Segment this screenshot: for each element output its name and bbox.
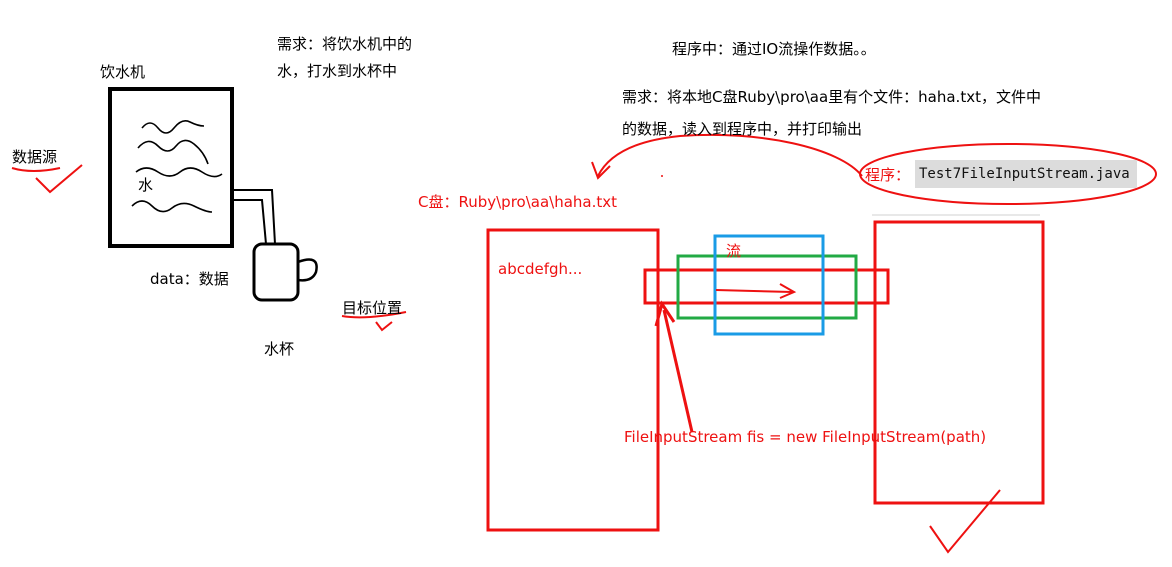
- stray-dot: [661, 175, 663, 177]
- cup-handle: [297, 258, 318, 282]
- target-check-mark: [375, 321, 393, 332]
- dispenser-label: 饮水机: [100, 63, 146, 81]
- water-cup: [252, 242, 300, 302]
- cup-label: 水杯: [264, 340, 295, 358]
- right-requirement-line1: 需求：将本地C盘Ruby\pro\aa里有个文件：haha.txt，文件中: [622, 88, 1041, 106]
- source-file-box: [486, 228, 660, 532]
- program-file-name: Test7FileInputStream.java: [915, 160, 1137, 188]
- stream-blue-rect: [713, 234, 825, 336]
- data-label: data：数据: [150, 270, 229, 288]
- water-squiggles: [131, 120, 223, 213]
- program-oval: [859, 143, 1157, 205]
- stream-label: 流: [726, 242, 742, 260]
- program-to-file-arrowhead: [591, 161, 611, 180]
- water-pipe: [232, 189, 276, 245]
- target-underline: [341, 311, 407, 319]
- stream-direction-arrow: [715, 289, 793, 293]
- code-to-stream-arrowhead: [654, 300, 676, 327]
- file-path-label: C盘：Ruby\pro\aa\haha.txt: [418, 193, 618, 211]
- stream-pipe-rect: [643, 268, 890, 305]
- target-program-box: [873, 220, 1045, 505]
- left-requirement-line2: 水，打水到水杯中: [277, 62, 398, 80]
- file-content-text: abcdefgh...: [498, 260, 583, 278]
- program-prefix: 程序：: [865, 166, 911, 184]
- right-title: 程序中：通过IO流操作数据。。: [672, 40, 876, 58]
- target-label: 目标位置: [342, 299, 403, 317]
- code-to-stream-arrow: [662, 309, 694, 433]
- right-requirement-line2: 的数据，读入到程序中，并打印输出: [622, 120, 863, 138]
- stream-direction-arrowhead: [779, 283, 797, 299]
- source-label: 数据源: [12, 148, 58, 166]
- stream-green-rect: [676, 254, 858, 320]
- source-underline: [11, 167, 61, 172]
- left-requirement-line1: 需求：将饮水机中的: [277, 35, 413, 53]
- bottom-check-mark: [929, 489, 1001, 554]
- water-label: 水: [138, 176, 154, 194]
- water-dispenser-box: [108, 87, 234, 248]
- source-check-mark: [35, 164, 83, 194]
- code-line: FileInputStream fis = new FileInputStrea…: [624, 428, 987, 446]
- program-to-file-arrow: [597, 133, 863, 177]
